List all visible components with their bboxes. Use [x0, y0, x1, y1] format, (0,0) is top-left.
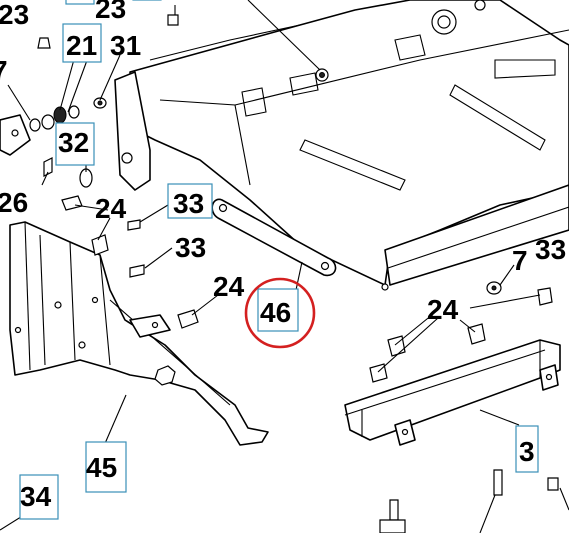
callout-21: 21 — [62, 23, 102, 63]
svg-text:21: 21 — [66, 30, 97, 61]
callout-26: 26 — [0, 187, 28, 218]
callout-33-mid: 33 — [175, 232, 206, 263]
svg-text:45: 45 — [86, 452, 117, 483]
callout-45: 45 — [85, 441, 127, 493]
svg-text:23: 23 — [0, 0, 29, 30]
callout-7-right: 7 — [512, 245, 528, 276]
svg-text:34: 34 — [20, 481, 52, 512]
svg-text:26: 26 — [0, 187, 28, 218]
callout-32: 32 — [55, 122, 95, 166]
svg-text:7: 7 — [0, 55, 8, 86]
link-bar-part — [211, 198, 337, 277]
callout-31: 31 — [110, 30, 141, 61]
callout-34: 34 — [19, 474, 59, 520]
leader-lines — [0, 5, 569, 533]
callout-24-left: 24 — [95, 193, 127, 224]
svg-text:23: 23 — [95, 0, 126, 24]
callout-7-left: 7 — [0, 55, 8, 86]
callout-3: 3 — [515, 425, 539, 473]
callout-33-right: 33 — [535, 234, 566, 265]
svg-text:24: 24 — [213, 271, 245, 302]
svg-text:3: 3 — [519, 436, 535, 467]
callout-46-highlighted[interactable]: 46 — [244, 277, 316, 349]
svg-text:32: 32 — [58, 127, 89, 158]
svg-text:46: 46 — [260, 297, 291, 328]
callout-33-boxed: 33 — [167, 183, 213, 219]
side-bracket-part — [9, 221, 269, 446]
highlight-circle — [244, 277, 316, 349]
callout-24-right: 24 — [427, 294, 459, 325]
hardware-group — [0, 14, 559, 533]
svg-text:33: 33 — [535, 234, 566, 265]
callout-23-top-left: 23 — [0, 0, 29, 30]
svg-text:33: 33 — [173, 188, 204, 219]
callout-23-top: 23 — [65, 0, 162, 24]
callout-24-mid: 24 — [213, 271, 245, 302]
svg-text:33: 33 — [175, 232, 206, 263]
svg-text:7: 7 — [512, 245, 528, 276]
svg-text:31: 31 — [110, 30, 141, 61]
main-frame-part — [114, 0, 569, 291]
svg-text:24: 24 — [95, 193, 127, 224]
svg-text:24: 24 — [427, 294, 459, 325]
cross-member-part — [344, 339, 561, 446]
